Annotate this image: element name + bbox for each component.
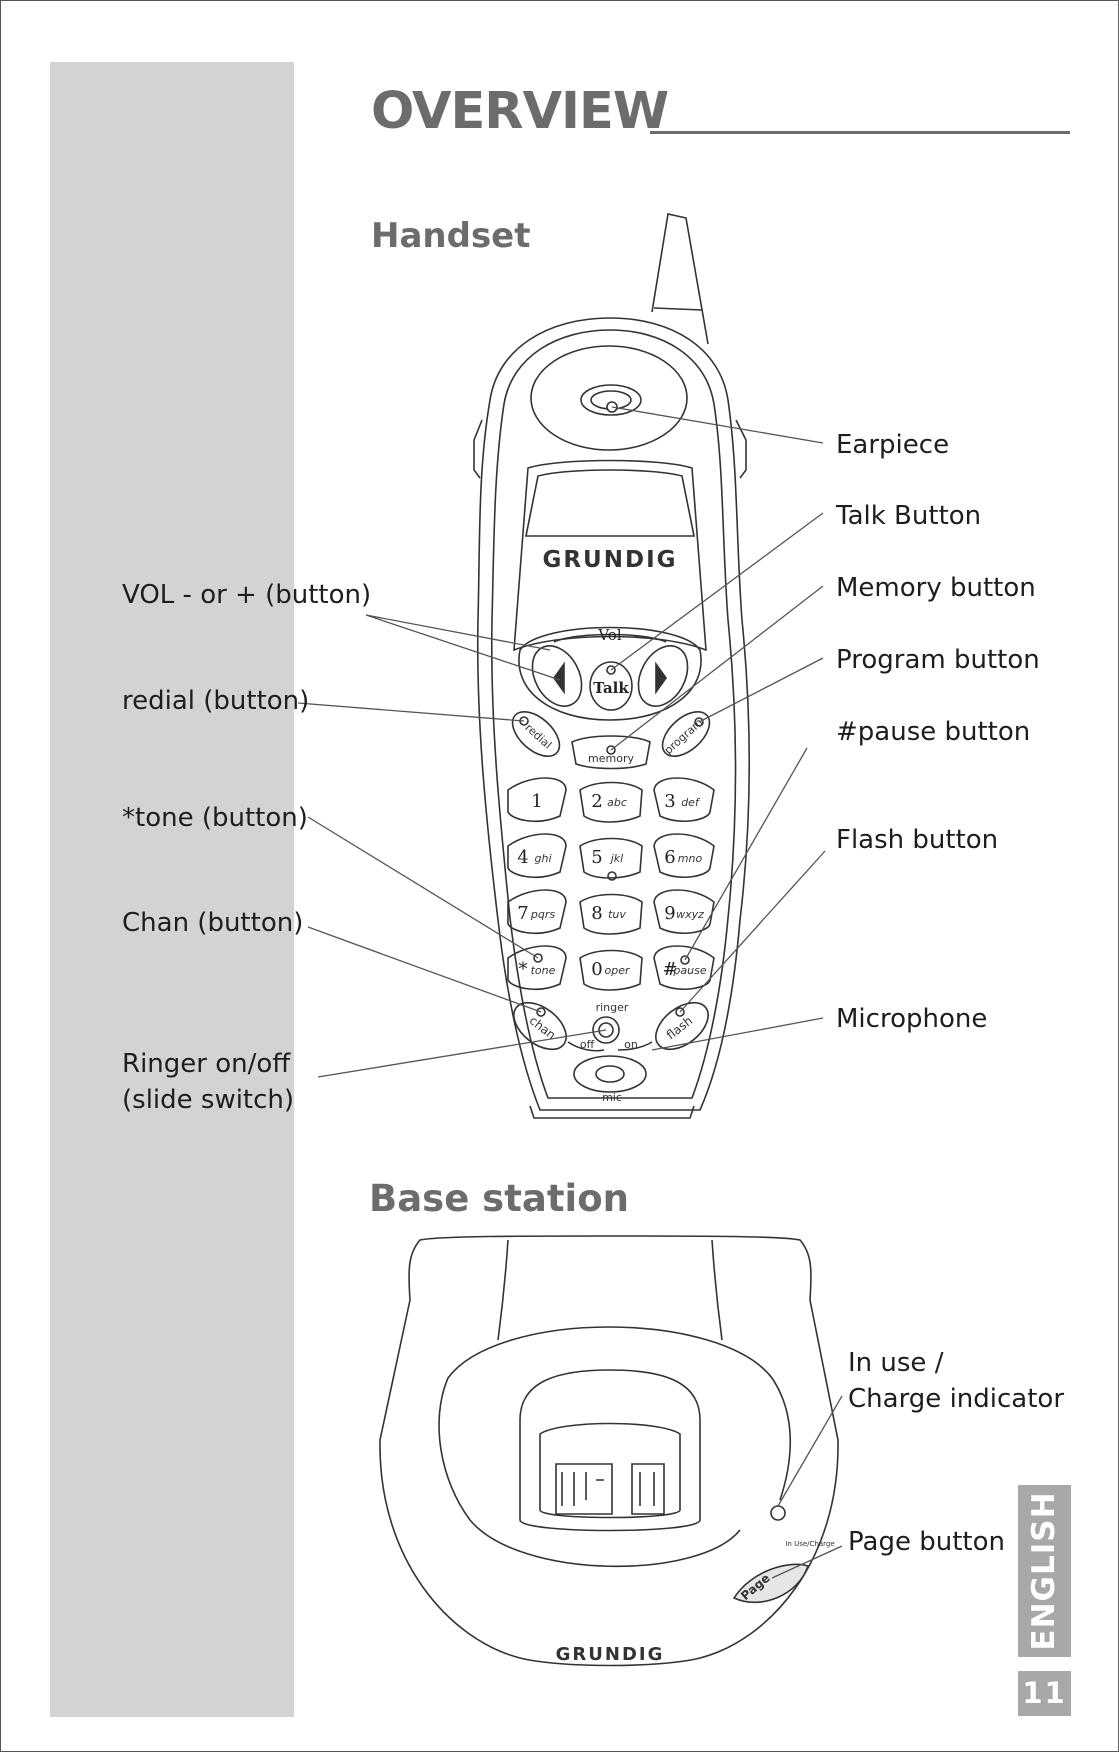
base-leader-lines — [771, 1395, 843, 1579]
key-5-digit: 6 — [664, 847, 675, 868]
key-10-letters: oper — [604, 964, 630, 977]
callout-in-use-line2: Charge indicator — [848, 1384, 1065, 1414]
language-tab-label: ENGLISH — [1026, 1491, 1062, 1651]
ringer-off-label: off — [580, 1038, 595, 1051]
callout-talk: Talk Button — [836, 501, 982, 531]
key-8-letters: wxyz — [676, 908, 704, 921]
base-station-heading: Base station — [369, 1177, 629, 1220]
page-number-box: 11 — [1018, 1671, 1071, 1716]
key-11-digit: # — [662, 959, 677, 980]
key-4-digit: 5 — [591, 847, 602, 868]
callout-flash: Flash button — [836, 825, 999, 855]
key-1-letters: abc — [607, 796, 627, 809]
talk-button-label: Talk — [593, 679, 629, 697]
callout-program: Program button — [836, 645, 1040, 675]
title-rule — [650, 131, 1070, 134]
page-number: 11 — [1022, 1676, 1067, 1710]
callout-ringer-line1: Ringer on/off — [122, 1049, 291, 1079]
key-11-letters: pause — [672, 964, 706, 977]
callout-ringer-line2: (slide switch) — [122, 1085, 295, 1115]
mic-label: mic — [602, 1091, 622, 1104]
handset-brand-logo: GRUNDIG — [542, 547, 677, 573]
callout-vol: VOL - or + (button) — [122, 580, 372, 610]
key-9-digit: * — [519, 959, 528, 980]
key-9-letters: tone — [531, 964, 556, 977]
page-title: OVERVIEW — [371, 82, 669, 141]
key-0-digit: 1 — [531, 791, 542, 812]
key-2-letters: def — [681, 796, 701, 809]
key-2-digit: 3 — [664, 791, 675, 812]
callout-redial: redial (button) — [122, 686, 310, 716]
callout-pause: #pause button — [836, 717, 1031, 747]
key-7-digit: 8 — [591, 903, 602, 924]
callout-tone: *tone (button) — [122, 803, 308, 833]
handset-heading: Handset — [371, 216, 531, 256]
key-4-letters: jkl — [609, 852, 623, 865]
handset-drawing — [473, 213, 751, 1119]
key-7-letters: tuv — [608, 908, 626, 921]
memory-button-label: memory — [588, 752, 634, 765]
in-use-charge-small-label: In Use/Charge — [785, 1540, 834, 1548]
sidebar-band — [50, 62, 294, 1717]
callout-earpiece: Earpiece — [836, 430, 950, 460]
key-1-digit: 2 — [591, 791, 602, 812]
callout-chan: Chan (button) — [122, 908, 304, 938]
ringer-label: ringer — [596, 1001, 629, 1014]
key-10-digit: 0 — [591, 959, 602, 980]
vol-label: Vol — [597, 626, 621, 644]
key-3-letters: ghi — [534, 852, 551, 865]
callout-memory: Memory button — [836, 573, 1036, 603]
base-station-drawing — [379, 1235, 839, 1667]
key-8-digit: 9 — [664, 903, 675, 924]
callout-page-button: Page button — [848, 1527, 1005, 1557]
callout-in-use-line1: In use / — [848, 1348, 944, 1378]
key-3-digit: 4 — [517, 847, 528, 868]
key-5-letters: mno — [678, 852, 703, 865]
ringer-on-label: on — [624, 1038, 638, 1051]
handset-leader-lines — [297, 406, 826, 1078]
key-6-digit: 7 — [517, 903, 528, 924]
key-6-letters: pqrs — [530, 908, 555, 921]
language-tab: ENGLISH — [1018, 1485, 1071, 1657]
callout-microphone: Microphone — [836, 1004, 988, 1034]
base-brand-logo: GRUNDIG — [556, 1644, 665, 1665]
